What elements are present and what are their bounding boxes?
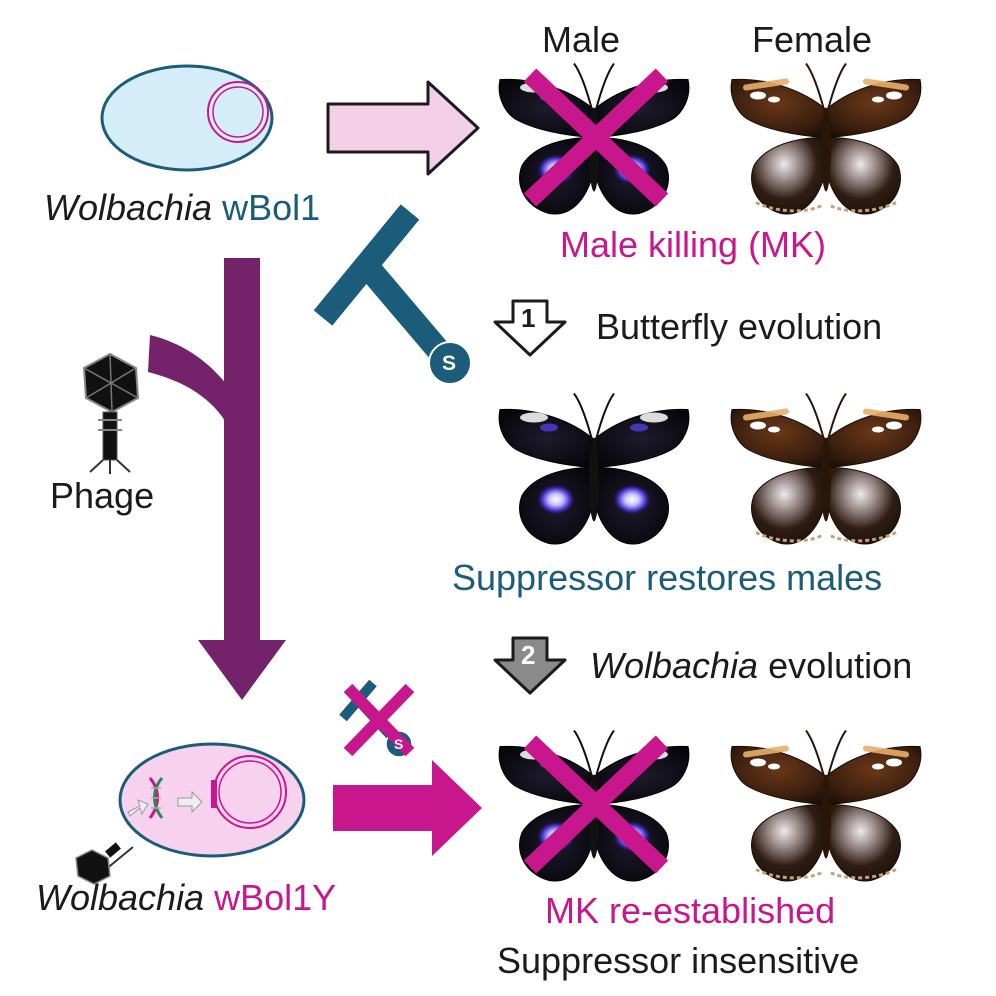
female-butterfly-icon-3 [731, 731, 921, 882]
mk-arrow [326, 80, 480, 176]
female-label: Female [752, 19, 873, 60]
phage-acquisition-arrow [148, 258, 286, 700]
male-butterfly-icon-2 [498, 392, 690, 546]
step2-label: Wolbachia evolution [590, 648, 912, 684]
male-label: Male [542, 19, 621, 60]
mk-arrow-2 [333, 760, 482, 856]
wolbachia-genus: Wolbachia [44, 187, 213, 228]
male-killing-label: Male killing (MK) [560, 224, 827, 265]
step1-number: 1 [521, 303, 536, 333]
step2-evolution: evolution [768, 645, 913, 686]
step2-number: 2 [521, 640, 536, 670]
suppressor-restores-label: Suppressor restores males [452, 557, 883, 598]
strain1-caption: Wolbachia wBol1 [44, 190, 320, 226]
crossed-suppressor-icon [339, 679, 415, 758]
step1-label: Butterfly evolution [596, 306, 883, 347]
wolbachia-cell-icon-2 [104, 742, 306, 871]
suppressor-insensitive-label: Suppressor insensitive [497, 940, 860, 981]
wolbachia-cell-icon [100, 64, 274, 172]
mk-reestablished-label: MK re-established [545, 890, 836, 931]
suppressor-t-icon [313, 204, 472, 385]
female-butterfly-icon-1 [731, 64, 921, 215]
cross-out-icon-1 [523, 68, 669, 207]
phage-label: Phage [50, 475, 155, 516]
step2-wolbachia: Wolbachia [590, 645, 759, 686]
strain2-name: wBol1Y [214, 877, 337, 918]
suppressor-symbol: S [442, 352, 457, 375]
female-butterfly-icon-2 [731, 394, 921, 545]
cross-out-icon-2 [523, 735, 669, 874]
strain2-caption: Wolbachia wBol1Y [36, 880, 336, 916]
step1-arrow [493, 299, 567, 357]
strain1-name: wBol1 [222, 187, 321, 228]
crossed-suppressor-symbol: S [394, 736, 404, 752]
wolbachia-genus-2: Wolbachia [36, 877, 205, 918]
dna-icon [127, 777, 203, 819]
bacteriophage-icon [82, 352, 140, 474]
step2-arrow [493, 636, 567, 695]
bacteriophage-icon-small [75, 842, 121, 885]
